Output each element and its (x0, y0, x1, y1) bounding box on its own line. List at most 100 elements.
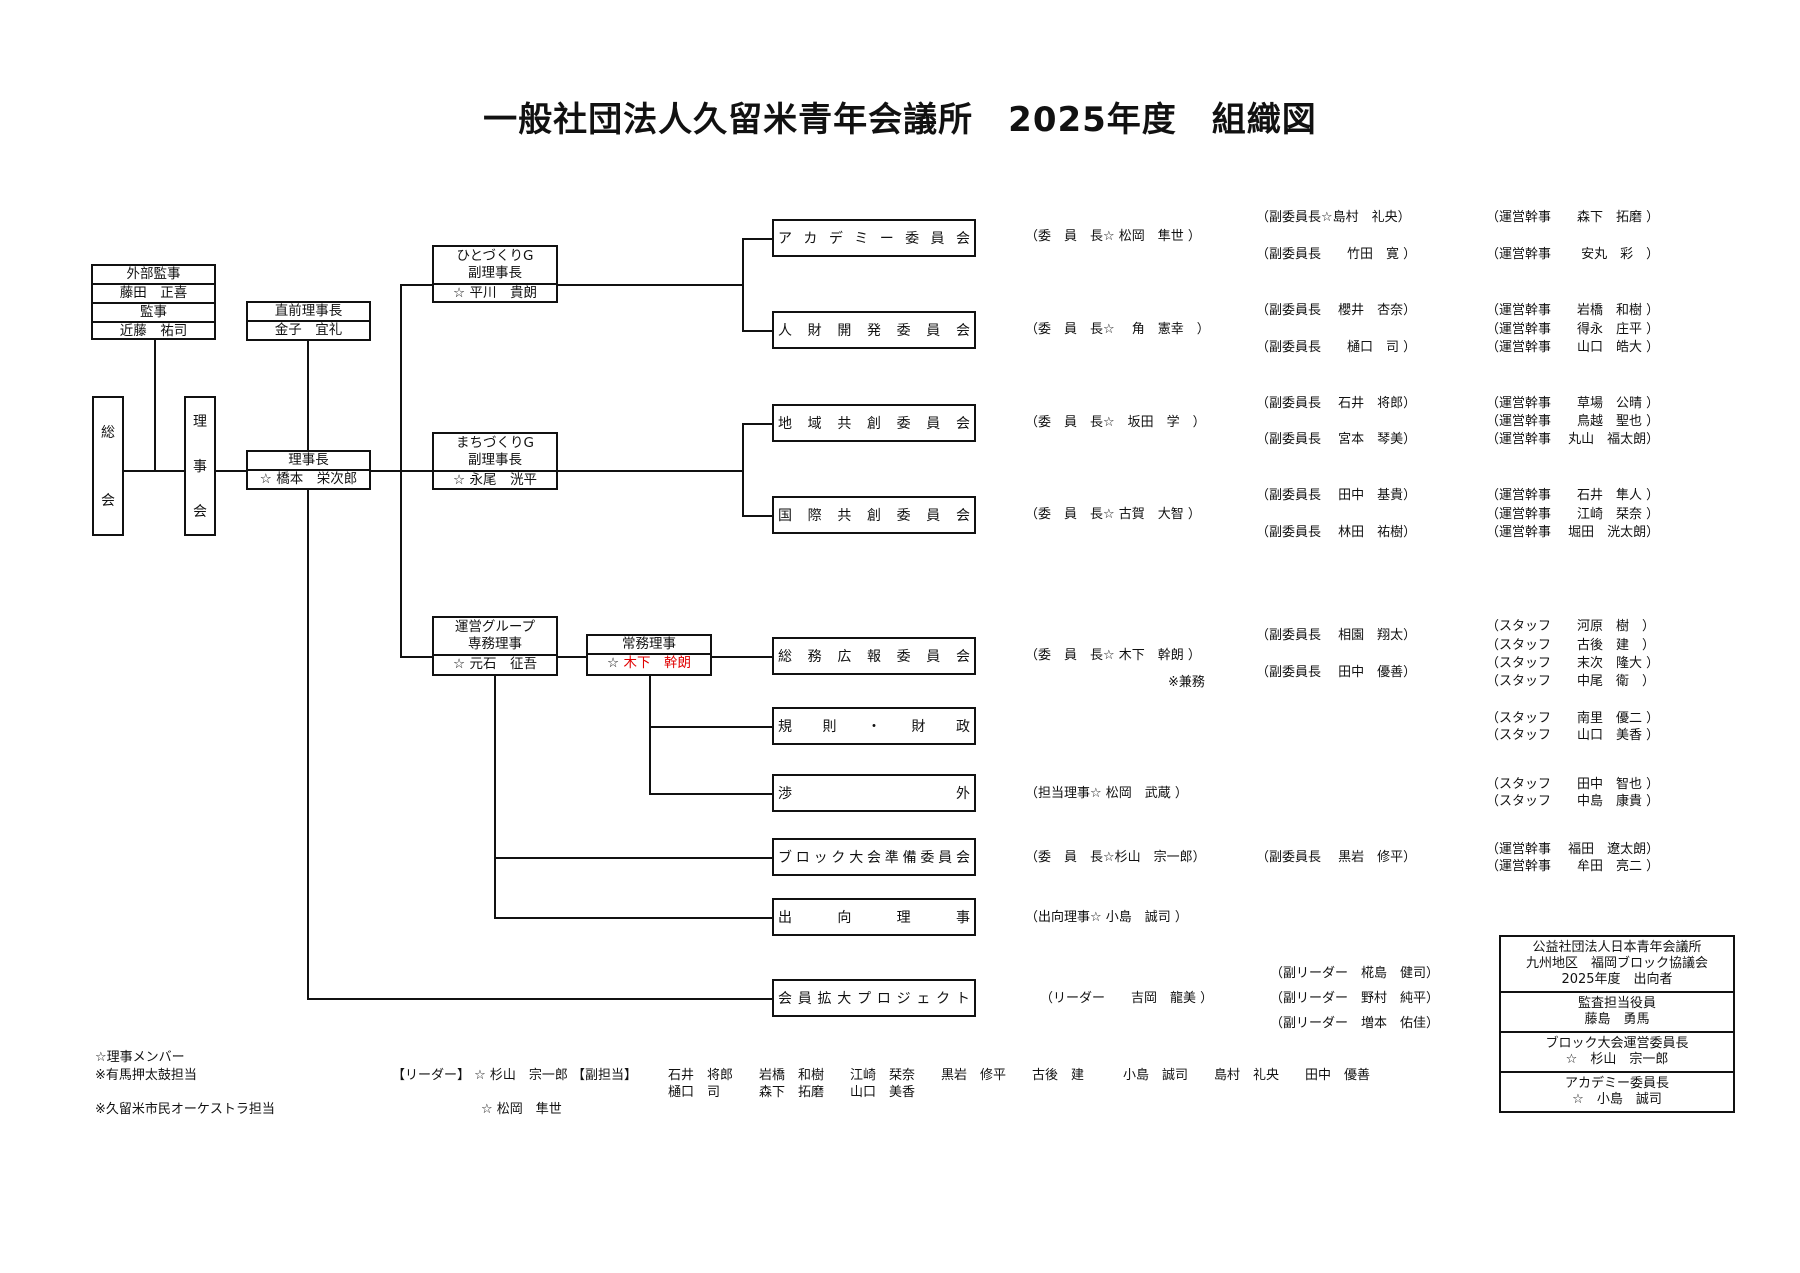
staff-member: （運営幹事 石井 隼人 ） (1486, 488, 1660, 503)
connector (649, 726, 774, 728)
connector (742, 515, 774, 517)
committee-label-char: 大 (837, 991, 852, 1007)
legend-line: ☆ 小島 誠司 (1572, 1092, 1662, 1107)
connector (649, 675, 651, 795)
committee-label-char: 大 (849, 850, 864, 866)
hitozukuri-group-box: ひとづくりG 副理事長 ☆ 平川 貴朗 (432, 245, 558, 303)
staff-member: （運営幹事 草場 公晴 ） (1486, 396, 1660, 411)
staff-member: （スタッフ 河原 樹 ） (1486, 619, 1656, 634)
staff-member: （運営幹事 福田 遼太朗） (1486, 842, 1660, 857)
orchestra-name: ☆ 松岡 隼世 (481, 1102, 562, 1117)
unei-group-label: 運営グループ (454, 619, 536, 635)
arima-leader: 【リーダー】 ☆ 杉山 宗一郎 【副担当】 (392, 1068, 638, 1083)
committee-label-char: カ (803, 231, 818, 247)
committee-label-char: 務 (807, 649, 822, 665)
committee-label-char: 国 (778, 508, 792, 524)
committee-label-char: デ (828, 231, 843, 247)
committee-label-char: 拡 (817, 991, 832, 1007)
committee-box-shukkou: 出向理事 (772, 898, 976, 936)
committee-label-char: 発 (866, 323, 881, 339)
staff-member: （スタッフ 古後 建 ） (1486, 638, 1656, 653)
vice-chair: （副委員長 竹田 寛 ） (1256, 247, 1417, 262)
committee-label-char: 広 (837, 649, 852, 665)
staff-member: （運営幹事 山口 皓大 ） (1486, 340, 1660, 355)
committee-label-char: 委 (920, 850, 935, 866)
staff-member: （運営幹事 森下 拓磨 ） (1486, 210, 1660, 225)
committee-label-char: 総 (778, 649, 792, 665)
committee-label-char: 会 (955, 850, 970, 866)
vice-chair: （副委員長 樋口 司 ） (1256, 340, 1417, 355)
connector (742, 423, 774, 425)
unei-group-box: 運営グループ 専務理事 ☆ 元石 征吾 (432, 616, 558, 676)
committee-label-char: ロ (795, 850, 810, 866)
connector (307, 489, 309, 1000)
legend-line: 九州地区 福岡ブロック協議会 (1525, 956, 1708, 971)
executive-director-name: 木下 幹朗 (623, 655, 691, 671)
connector (494, 675, 496, 919)
committee-label-char: 報 (866, 649, 881, 665)
committee-label-char: ア (778, 231, 792, 247)
jci-secondment-box: 公益社団法人日本青年会議所 九州地区 福岡ブロック協議会 2025年度 出向者 … (1499, 935, 1735, 1113)
committee-box-block: ブロック大会準備委員会 (772, 838, 976, 876)
committee-label-char: 員 (797, 991, 812, 1007)
machizukuri-header: まちづくりG 副理事長 (434, 434, 556, 470)
page-title: 一般社団法人久留米青年会議所 2025年度 組織図 (483, 100, 1317, 140)
legend-line: 監査担当役員 (1577, 996, 1656, 1011)
staff-member: （運営幹事 得永 庄平 ） (1486, 322, 1660, 337)
committee-label-char: 会 (955, 323, 970, 339)
connector (649, 793, 774, 795)
committee-label-char: 創 (866, 508, 881, 524)
chair-shougai: （担当理事☆ 松岡 武蔵 ） (1025, 786, 1188, 801)
legend-line: 公益社団法人日本青年会議所 (1532, 940, 1702, 955)
legend-line: ブロック大会運営委員長 (1545, 1036, 1689, 1051)
committee-label-char: 員 (926, 508, 941, 524)
committee-label-char: プ (857, 991, 872, 1007)
committee-box-kisoku: 規則・財政 (772, 707, 976, 745)
connector (154, 338, 156, 472)
staff-member: （スタッフ 末次 隆大 ） (1486, 656, 1660, 671)
vice-chair: （副委員長 櫻井 杏奈） (1256, 303, 1417, 318)
vice-chair: （副委員長 林田 祐樹） (1256, 525, 1417, 540)
hitozukuri-role: 副理事長 (468, 265, 522, 281)
vice-chair: （副委員長 田中 基貴） (1256, 488, 1417, 503)
jci-secondment-header: 公益社団法人日本青年会議所 九州地区 福岡ブロック協議会 2025年度 出向者 (1501, 937, 1733, 991)
external-auditor-title: 外部監事 (126, 266, 181, 282)
audit-officer-cell: 監査担当役員 藤島 勇馬 (1501, 991, 1733, 1031)
staff-member: （スタッフ 中尾 衛 ） (1486, 674, 1656, 689)
committee-label-char: ッ (813, 850, 828, 866)
committee-box-chiiki: 地域共創委員会 (772, 404, 976, 442)
staff-member: （スタッフ 中島 康貴 ） (1486, 794, 1660, 809)
connector (307, 998, 774, 1000)
committee-label-char: 外 (956, 786, 970, 802)
machizukuri-role: 副理事長 (468, 452, 522, 468)
past-president-name: 金子 宜礼 (248, 320, 369, 339)
vice-leader: （副リーダー 野村 純平） (1270, 991, 1440, 1006)
unei-name: ☆ 元石 征吾 (434, 654, 556, 673)
committee-label-char: 会 (955, 508, 970, 524)
committee-label-char: 理 (896, 910, 911, 926)
legend-line: 藤島 勇馬 (1584, 1012, 1650, 1027)
staff-member: （スタッフ 南里 優二 ） (1486, 711, 1660, 726)
committee-label-char: ロ (876, 991, 891, 1007)
connector (742, 330, 774, 332)
committee-box-shougai: 渉外 (772, 774, 976, 812)
committee-label-char: ブ (778, 850, 792, 866)
vice-chair: （副委員長 田中 優善） (1256, 665, 1417, 680)
committee-box-kokusai: 国際共創委員会 (772, 496, 976, 534)
committee-label-char: 則 (822, 719, 837, 735)
committee-label-char: ・ (867, 719, 881, 735)
staff-member: （運営幹事 牟田 亮二 ） (1486, 859, 1660, 874)
committee-label-char: 共 (837, 416, 852, 432)
star-note: ☆理事メンバー (95, 1050, 185, 1065)
committee-label-char: 会 (955, 649, 970, 665)
academy-chair-cell: アカデミー委員長 ☆ 小島 誠司 (1501, 1071, 1733, 1111)
connector (400, 284, 434, 286)
orchestra-label: ※久留米市民オーケストラ担当 (95, 1102, 275, 1117)
hitozukuri-group-label: ひとづくりG (456, 248, 534, 264)
board-of-directors-box: 理 事 会 (184, 396, 216, 536)
committee-box-academy: アカデミー委員会 (772, 219, 976, 257)
board-char: 会 (193, 504, 207, 521)
connector (216, 470, 248, 472)
connector (494, 917, 774, 919)
connector (742, 238, 744, 332)
